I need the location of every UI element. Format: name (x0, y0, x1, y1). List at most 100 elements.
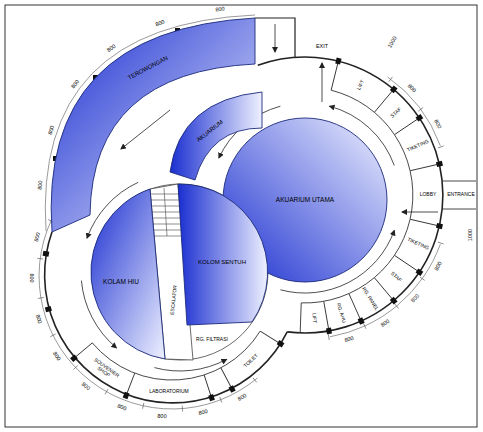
room-label: LIFT (356, 80, 366, 92)
column (416, 268, 424, 276)
dimension-tick (420, 277, 425, 280)
step-line (152, 212, 180, 213)
step-line (151, 194, 179, 195)
entrance-line (443, 181, 476, 182)
dimension-label: 800 (33, 232, 41, 242)
shark-pool: KOLAM HIU (90, 180, 168, 362)
column (436, 223, 443, 229)
step-line (153, 224, 181, 225)
dimension-tick (253, 378, 257, 383)
room-divider (374, 89, 393, 112)
dimension-label: 1000 (386, 35, 397, 49)
dimension-label: 800 (410, 293, 421, 304)
room-label: TIKETING (406, 237, 429, 251)
node-label: KOLAM HIU (103, 278, 139, 285)
touch-pool-outline (176, 182, 270, 328)
dimension-label: 800 (157, 412, 167, 419)
column (358, 317, 365, 325)
dimension-label: 800 (406, 83, 417, 94)
room-divider (331, 61, 338, 90)
dimension-label: 800 (344, 335, 355, 343)
room-divider (395, 255, 420, 272)
dimension-label: 800 (106, 43, 117, 53)
escalator-steps (151, 188, 182, 236)
entrance-line (443, 209, 476, 210)
dimension-tick (220, 397, 222, 403)
step-line (153, 230, 181, 231)
dimension-tick (395, 304, 399, 309)
step-line (154, 236, 182, 237)
dimension-tick (363, 323, 365, 328)
step-line (152, 206, 180, 207)
room-label: STAF (390, 271, 403, 283)
dimension-label: 800 (215, 6, 225, 13)
dimension-label: 800 (70, 78, 80, 89)
room-divider (410, 219, 439, 226)
column (390, 85, 398, 93)
flow-arrow (275, 24, 276, 52)
room-divider (300, 303, 301, 333)
dimension-label: 800 (237, 392, 248, 402)
touch-pool-fill (178, 184, 268, 325)
column (436, 161, 443, 167)
dimension-tick (50, 334, 55, 337)
room-dividers (74, 331, 281, 398)
room-label: ENTRANCE (447, 192, 475, 198)
column (70, 354, 78, 362)
corridor-wall (255, 18, 295, 58)
dimension-label: 800 (433, 119, 443, 130)
dimension-tick (182, 406, 183, 412)
room-divider (324, 301, 329, 331)
dimension-tick (328, 334, 330, 340)
shark-pool-fill (91, 189, 165, 359)
column (45, 306, 52, 312)
dimension-label: 800 (47, 125, 56, 136)
frame (5, 5, 477, 427)
room-divider (204, 375, 211, 398)
column (390, 297, 398, 305)
column (277, 340, 285, 347)
step-line (164, 188, 167, 236)
room-divider (126, 373, 135, 395)
dimension-label: 800 (37, 181, 44, 191)
room-label: RG. AHU (335, 302, 346, 323)
dimension-label: 800 (155, 19, 166, 28)
column (43, 251, 50, 257)
room-label: TOILET (243, 353, 259, 369)
room-divider (349, 294, 361, 321)
dimension-tick (438, 242, 444, 244)
room-divider (410, 164, 439, 171)
room-divider (74, 343, 92, 358)
shark-pool-outline (90, 180, 168, 362)
dimension-tick (38, 297, 44, 299)
dimension-tick (143, 403, 144, 409)
room-divider (374, 278, 393, 301)
room-label: EXIT (316, 43, 328, 49)
room-divider (221, 368, 232, 389)
dimension-tick (105, 389, 108, 394)
room-label: SOUVENIER SHOP (88, 356, 122, 384)
dimension-tick (37, 258, 43, 260)
touch-pool: KOLOM SENTUH (176, 182, 270, 328)
dimension-tick (73, 365, 77, 369)
column (208, 394, 215, 401)
dimension-label: 800 (80, 381, 91, 391)
flow-arrow (121, 110, 170, 149)
column (416, 114, 424, 122)
dimension-label: 800 (380, 318, 391, 328)
dimension-label: 1000 (467, 229, 473, 241)
room-label: LIFT (310, 312, 316, 323)
room-divider (260, 331, 280, 344)
room-label: RG. PANEL (361, 287, 380, 312)
dimension-line (388, 77, 441, 146)
flow-arrow (322, 63, 323, 102)
dimension-label: 800 (116, 402, 127, 411)
column (326, 328, 332, 335)
dimension-tick (389, 77, 393, 82)
room-label: RG. FILTRASI (196, 337, 228, 343)
column (228, 385, 235, 393)
flow-arrow (402, 212, 438, 213)
node-label: KOLOM SENTUH (198, 259, 246, 266)
room-label: LOBBY (420, 192, 437, 198)
